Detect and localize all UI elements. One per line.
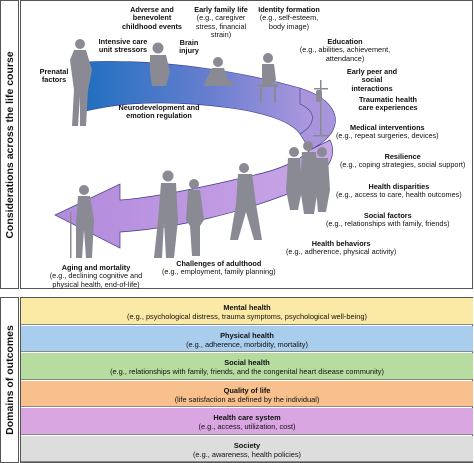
adulthood-title: Challenges of adulthood bbox=[176, 259, 262, 268]
icu-title: Intensive care unit stressors bbox=[98, 37, 148, 55]
outcome-detail: (e.g., psychological distress, trauma sy… bbox=[127, 312, 367, 321]
education-title: Education bbox=[327, 37, 363, 46]
life-course-panel bbox=[20, 0, 473, 289]
prenatal-title: Prenatal factors bbox=[39, 67, 69, 85]
identity-title: Identity formation bbox=[258, 5, 320, 14]
resilience-title: Resilience bbox=[384, 152, 421, 161]
life-course-sidebar: Considerations across the life course bbox=[0, 0, 19, 289]
aging-title: Aging and mortality bbox=[61, 263, 131, 272]
label-adverse: Adverse and benevolent childhood events bbox=[116, 5, 188, 31]
social-factors-title: Social factors bbox=[363, 211, 412, 220]
aging-detail: (e.g., declining cognitive and physical … bbox=[49, 271, 143, 289]
label-disparities: Health disparities (e.g., access to care… bbox=[336, 182, 462, 200]
label-traumatic: Traumatic health care experiences bbox=[354, 95, 422, 113]
label-prenatal: Prenatal factors bbox=[34, 67, 74, 85]
resilience-detail: (e.g., coping strategies, social support… bbox=[340, 160, 466, 170]
silhouette-group bbox=[70, 39, 330, 258]
medical-detail: (e.g., repeat surgeries, devices) bbox=[336, 131, 439, 141]
child-on-stool-silhouette-icon bbox=[258, 53, 278, 103]
medical-title: Medical interventions bbox=[350, 123, 425, 132]
adult-couple-silhouette-icon bbox=[154, 170, 204, 258]
label-aging: Aging and mortality (e.g., declining cog… bbox=[44, 263, 148, 289]
label-peer: Early peer and social interactions bbox=[340, 67, 404, 93]
outcome-detail: (e.g., relationships with family, friend… bbox=[110, 367, 384, 376]
walking-man-silhouette-icon bbox=[230, 163, 262, 240]
label-education: Education (e.g., abilities, achievement,… bbox=[286, 37, 404, 63]
behaviors-detail: (e.g., adherence, physical activity) bbox=[286, 247, 397, 257]
adulthood-detail: (e.g., employment, family planning) bbox=[162, 267, 276, 277]
elderly-with-cane-silhouette-icon bbox=[70, 185, 94, 258]
sitting-child-silhouette-icon bbox=[150, 42, 170, 86]
iv-pole-icon bbox=[313, 80, 329, 137]
disparities-title: Health disparities bbox=[368, 182, 430, 191]
outcome-detail: (e.g., adherence, morbidity, mortality) bbox=[186, 339, 308, 349]
pregnant-woman-silhouette-icon bbox=[70, 39, 92, 126]
education-detail: (e.g., abilities, achievement, attendanc… bbox=[299, 45, 391, 63]
outcome-band: Quality of life(life satisfaction as def… bbox=[21, 380, 473, 407]
outcome-band: Physical health(e.g., adherence, morbidi… bbox=[21, 325, 473, 352]
adolescent-group-silhouette-icon bbox=[286, 141, 330, 214]
traumatic-title: Traumatic health care experiences bbox=[358, 95, 418, 113]
peer-title: Early peer and social interactions bbox=[346, 67, 398, 93]
label-neuro: Neurodevelopment and emotion regulation bbox=[114, 103, 204, 121]
outcome-band: Health care system(e.g., access, utiliza… bbox=[21, 408, 473, 435]
brain-title: Brain injury bbox=[179, 38, 199, 56]
outcome-title: Social health bbox=[224, 358, 270, 367]
label-adulthood: Challenges of adulthood (e.g., employmen… bbox=[162, 259, 276, 277]
outcome-title: Health care system bbox=[213, 413, 281, 422]
outcome-band: Mental health(e.g., psychological distre… bbox=[21, 298, 473, 325]
outcome-title: Society bbox=[233, 440, 261, 450]
toddler-silhouette-icon bbox=[204, 57, 234, 86]
neuro-title: Neurodevelopment and emotion regulation bbox=[118, 103, 200, 121]
outcome-title: Quality of life bbox=[223, 385, 271, 395]
outcome-band: Social health(e.g., relationships with f… bbox=[21, 353, 473, 380]
outcome-title: Physical health bbox=[220, 330, 274, 340]
disparities-detail: (e.g., access to care, health outcomes) bbox=[336, 190, 462, 200]
upper-arrow-band bbox=[81, 61, 325, 135]
label-family: Early family life (e.g., caregiver stres… bbox=[186, 5, 256, 40]
outcome-detail: (life satisfaction as defined by the ind… bbox=[174, 394, 320, 404]
outcome-detail: (e.g., awareness, health policies) bbox=[192, 449, 302, 459]
label-behaviors: Health behaviors (e.g., adherence, physi… bbox=[286, 239, 397, 257]
label-social-factors: Social factors (e.g., relationships with… bbox=[326, 211, 450, 229]
family-title: Early family life bbox=[194, 5, 248, 14]
label-brain: Brain injury bbox=[176, 38, 202, 56]
label-resilience: Resilience (e.g., coping strategies, soc… bbox=[340, 152, 466, 170]
outcome-title: Mental health bbox=[223, 303, 271, 312]
adverse-title: Adverse and benevolent childhood events bbox=[121, 5, 182, 31]
label-icu: Intensive care unit stressors bbox=[94, 37, 152, 55]
outcome-band: Society(e.g., awareness, health policies… bbox=[21, 435, 473, 462]
behaviors-title: Health behaviors bbox=[311, 239, 371, 248]
label-identity: Identity formation (e.g., self-esteem, b… bbox=[254, 5, 324, 31]
family-detail: (e.g., caregiver stress, financial strai… bbox=[195, 13, 247, 40]
identity-detail: (e.g., self-esteem, body image) bbox=[259, 13, 319, 31]
outcome-detail: (e.g., access, utilization, cost) bbox=[198, 422, 296, 431]
social-factors-detail: (e.g., relationships with family, friend… bbox=[326, 219, 450, 229]
label-medical: Medical interventions (e.g., repeat surg… bbox=[336, 123, 439, 141]
